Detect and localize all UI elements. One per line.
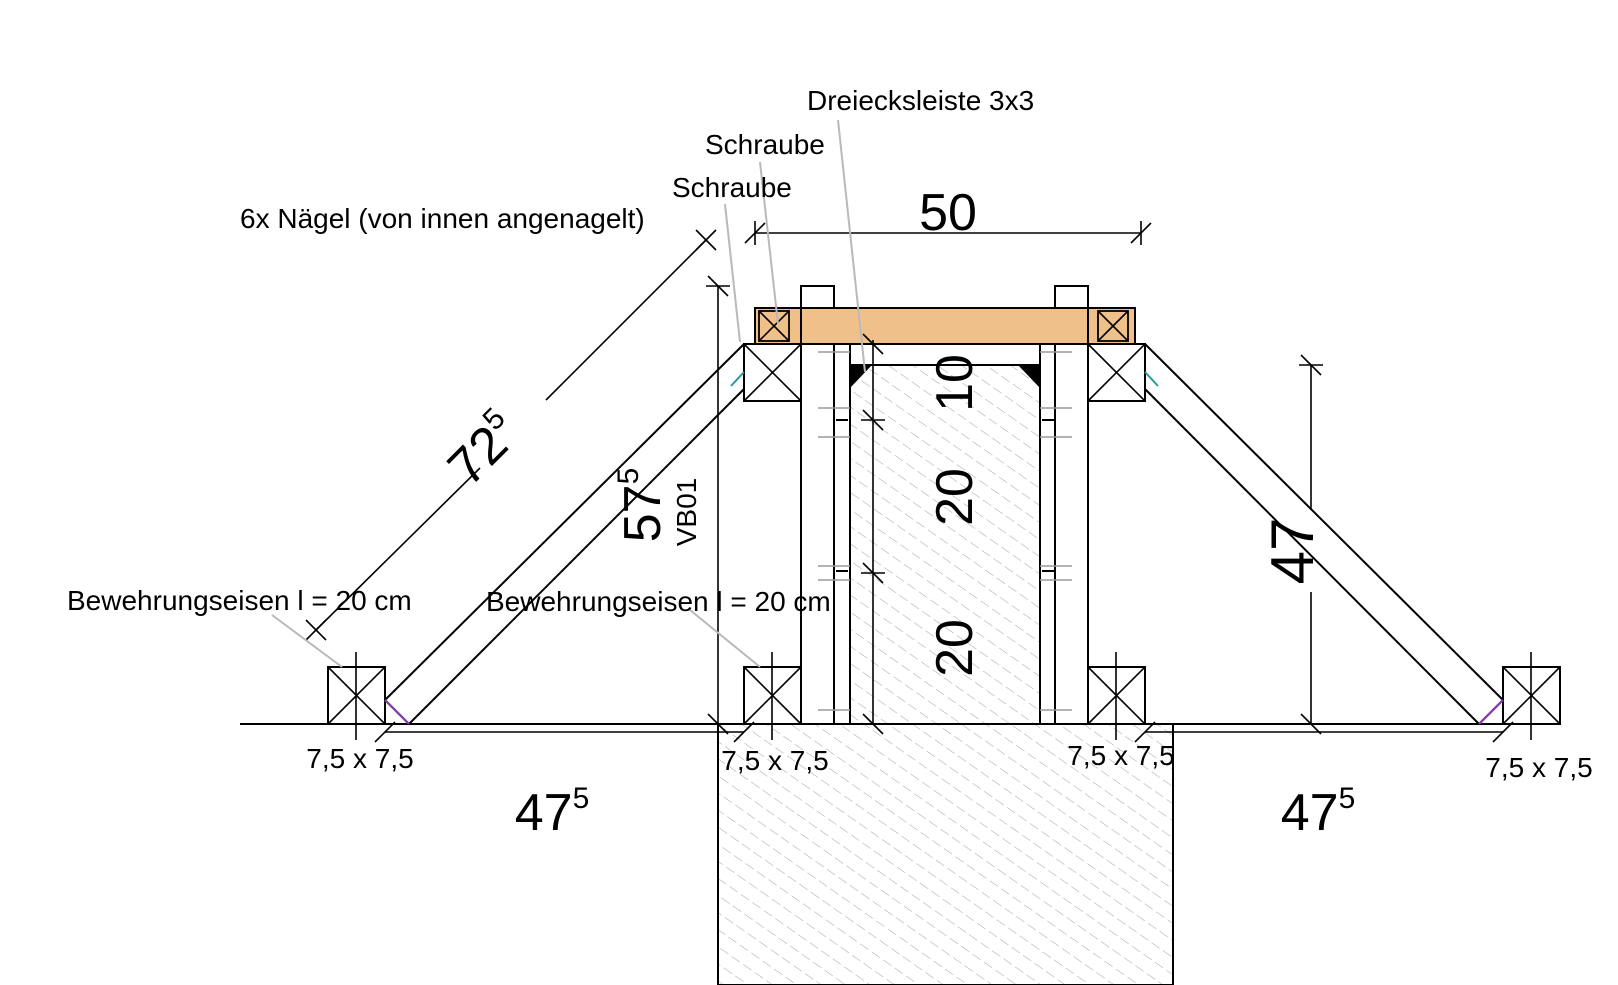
screw-block-left <box>758 310 790 342</box>
dim-diagonal <box>305 229 717 641</box>
purple-mark-left <box>384 699 410 725</box>
foundation-outline <box>717 724 1174 985</box>
label-naegel: 6x Nägel (von innen angenagelt) <box>240 203 645 234</box>
vb01-label: VB01 <box>671 478 702 547</box>
dim-h10-value: 10 <box>926 354 984 412</box>
post-right-inner <box>1039 343 1056 725</box>
top-block-right-cross <box>1087 343 1146 402</box>
label-bewehrung-left: Bewehrungseisen l = 20 cm <box>67 585 412 616</box>
dim-bottom-right-value: 475 <box>1281 782 1356 842</box>
triangle-fillet-right <box>1018 365 1040 388</box>
dim-brace-value: 575 <box>612 468 672 543</box>
purple-mark-right <box>1478 699 1504 725</box>
bottom-block-3 <box>1087 652 1146 740</box>
screw-cross-right <box>1097 310 1129 342</box>
label-bewehrung-right: Bewehrungseisen l = 20 cm <box>486 586 831 617</box>
top-block-left-cross <box>743 343 802 402</box>
dim-brace-height <box>706 275 730 735</box>
timber-board-front <box>800 307 1089 345</box>
dim-top-width-value: 50 <box>919 184 977 242</box>
profile-label-2: 7,5 x 7,5 <box>721 745 828 776</box>
bottom-block-2 <box>743 652 802 740</box>
tie-marks <box>836 419 1054 572</box>
label-dreiecksleiste: Dreiecksleiste 3x3 <box>807 85 1034 116</box>
leader-lines <box>271 119 866 668</box>
dim-chain-column <box>861 333 885 735</box>
teal-mark-left <box>730 371 745 387</box>
profile-label-1: 7,5 x 7,5 <box>306 743 413 774</box>
dim-right-height <box>1299 354 1323 735</box>
bottom-block-1 <box>327 652 386 740</box>
teal-mark-right <box>1144 371 1159 387</box>
label-schraube-1: Schraube <box>705 129 825 160</box>
screw-cross-left <box>758 310 790 342</box>
nail-marks <box>818 351 1072 711</box>
dim-right-height-value: 47 <box>1259 518 1326 585</box>
post-left-inner <box>833 343 851 725</box>
dim-bottom <box>374 721 1514 743</box>
bottom-block-4 <box>1502 652 1561 740</box>
dim-bottom-left-value: 475 <box>515 782 590 842</box>
profile-label-3: 7,5 x 7,5 <box>1067 740 1174 771</box>
concrete-section <box>718 365 1173 985</box>
label-schraube-2: Schraube <box>672 172 792 203</box>
dim-h20b-value: 20 <box>926 619 984 677</box>
profile-label-4: 7,5 x 7,5 <box>1485 752 1592 783</box>
triangle-fillet-left <box>850 365 872 388</box>
screw-block-right <box>1097 310 1129 342</box>
dim-top-width <box>744 221 1152 245</box>
dim-diagonal-value: 725 <box>436 402 531 497</box>
dim-h20a-value: 20 <box>926 468 984 526</box>
